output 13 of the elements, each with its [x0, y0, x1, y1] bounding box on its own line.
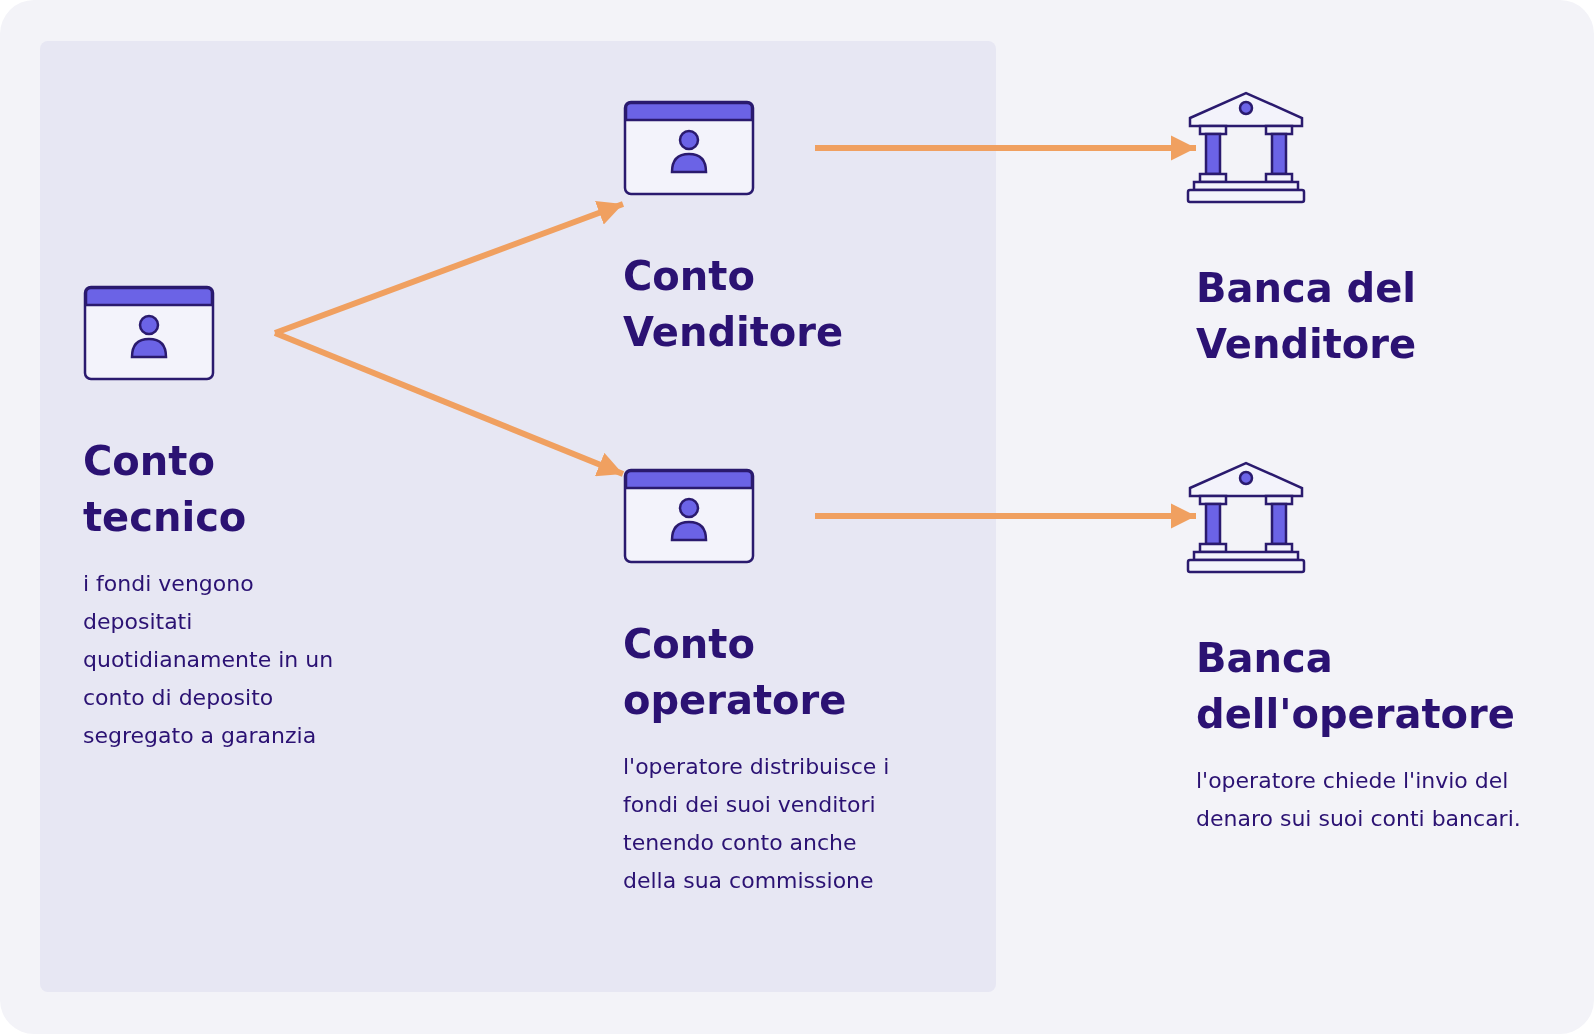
arrow — [273, 200, 625, 336]
account-title: Conto Venditore — [623, 252, 845, 357]
description-text: l'operatore chiede l'invio del denaro sui suoi conti bancari. — [1196, 767, 1522, 833]
arrow — [815, 135, 1196, 161]
arrow — [273, 330, 625, 477]
account-title: Conto operatore — [623, 620, 848, 725]
shaded-panel — [40, 41, 996, 992]
description-text: i fondi vengono depositati quotidianamente in un conto di deposito segregato a garanzia — [83, 570, 335, 750]
description-text: l'operatore distribuisce i fondi dei suoi venditori tenendo conto anche della sua commissione — [623, 753, 891, 895]
arrow — [815, 503, 1196, 529]
account-title: Banca dell'operatore — [1196, 634, 1516, 739]
account-title: Conto tecnico — [83, 437, 248, 542]
account-title: Banca del Venditore — [1196, 264, 1418, 369]
